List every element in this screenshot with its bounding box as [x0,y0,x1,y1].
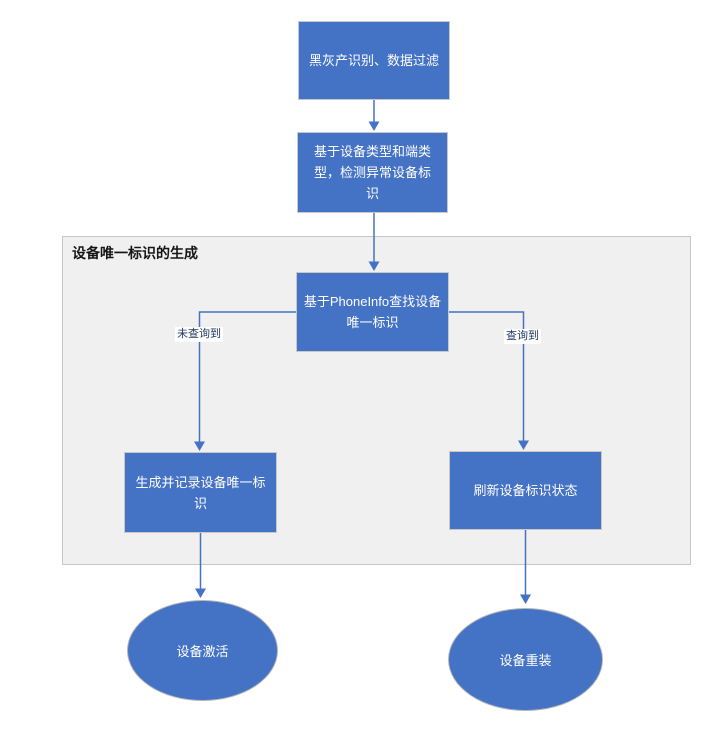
edge-label-not-found: 未查询到 [175,327,223,342]
terminal-device-reinstall: 设备重装 [448,608,603,711]
terminal-device-reinstall-label: 设备重装 [499,653,552,668]
node-lookup-phoneinfo-label: 基于PhoneInfo查找设备唯一标识 [303,294,442,330]
node-blackgray-identification: 黑灰产识别、数据过滤 [298,21,450,100]
node-generate-record-device-id: 生成并记录设备唯一标识 [124,452,277,533]
node-refresh-device-id-status-label: 刷新设备标识状态 [473,483,578,498]
node-generate-record-device-id-label: 生成并记录设备唯一标识 [135,474,266,511]
node-blackgray-identification-label: 黑灰产识别、数据过滤 [308,53,439,68]
node-detect-abnormal-device-id-label: 基于设备类型和端类型，检测异常设备标识 [313,144,431,201]
terminal-device-activation: 设备激活 [127,600,278,701]
node-detect-abnormal-device-id: 基于设备类型和端类型，检测异常设备标识 [297,132,448,213]
arrowhead-icon [368,121,380,131]
node-lookup-phoneinfo: 基于PhoneInfo查找设备唯一标识 [296,272,449,352]
arrowhead-icon [195,588,206,598]
edge-label-found: 查询到 [504,329,541,344]
node-refresh-device-id-status: 刷新设备标识状态 [449,451,602,530]
edge-identify-to-detect [368,100,380,131]
terminal-device-activation-label: 设备激活 [176,644,229,659]
group-device-id-generation-label: 设备唯一标识的生成 [72,245,198,261]
arrowhead-icon [520,594,531,604]
